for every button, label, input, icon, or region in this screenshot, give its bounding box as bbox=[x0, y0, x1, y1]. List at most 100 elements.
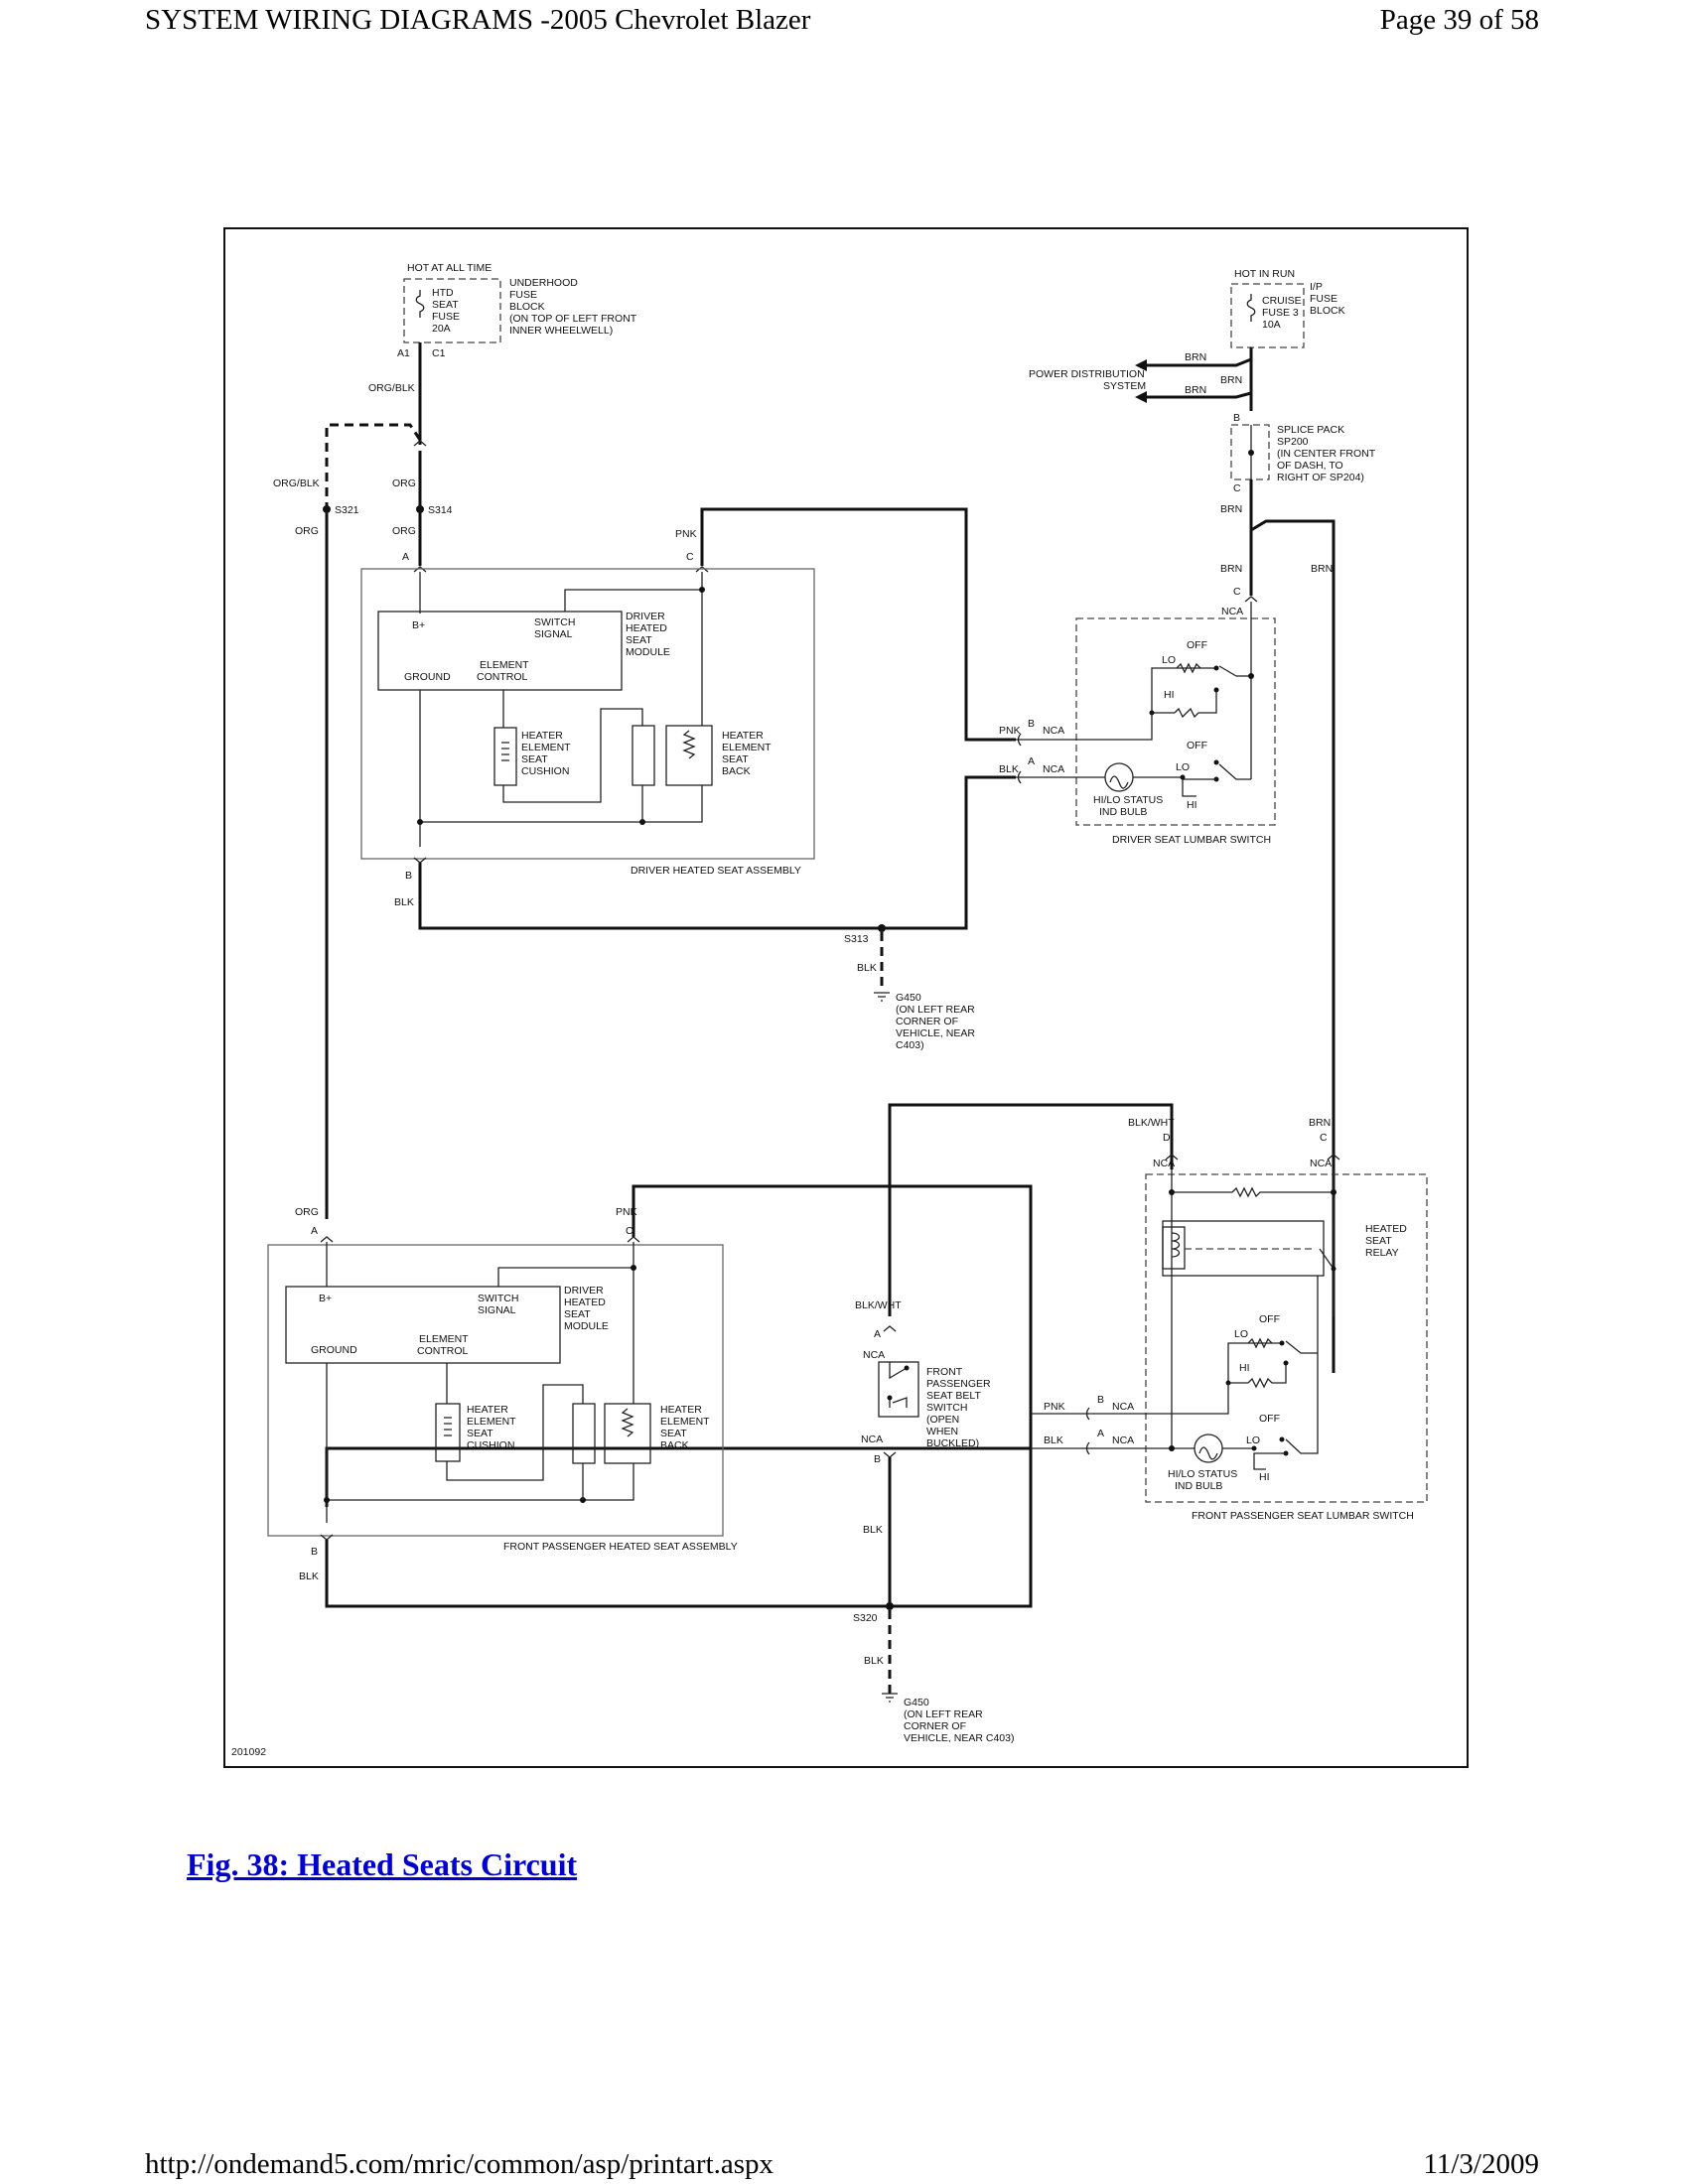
pass-hilo-bulb bbox=[1194, 1433, 1223, 1463]
relay-pin-d: D bbox=[1163, 1132, 1171, 1144]
pass-off-2: OFF bbox=[1259, 1413, 1280, 1425]
belt-wire-blk-wht: BLK/WHT bbox=[855, 1299, 902, 1311]
pass-wire-pnk: PNK bbox=[616, 1206, 637, 1218]
driver-assembly-label: DRIVER HEATED SEAT ASSEMBLY bbox=[631, 865, 801, 877]
splice-pin-b: B bbox=[1233, 412, 1240, 424]
driver-hi-1: HI bbox=[1164, 689, 1175, 701]
ground-g450-top-icon bbox=[874, 992, 890, 1002]
wire-brn-4: BRN bbox=[1220, 503, 1242, 515]
pass-lo-2: LO bbox=[1246, 1434, 1260, 1446]
driver-element-control: ELEMENT CONTROL bbox=[477, 659, 531, 683]
driver-hilo-bulb bbox=[1104, 762, 1134, 792]
driver-lo-2: LO bbox=[1176, 761, 1190, 773]
splice-s314-dot bbox=[416, 505, 424, 513]
pass-lo-1: LO bbox=[1234, 1328, 1248, 1340]
diagram-frame bbox=[223, 227, 1469, 1768]
pass-switch-signal: SWITCH SIGNAL bbox=[478, 1293, 521, 1316]
relay-nca-right: NCA bbox=[1310, 1158, 1332, 1169]
passenger-assembly-box bbox=[267, 1244, 724, 1537]
ground-g450-top-label: G450 (ON LEFT REAR CORNER OF VEHICLE, NE… bbox=[896, 992, 978, 1051]
wire-org-left: ORG bbox=[295, 525, 319, 537]
driver-lumbar-switch-label: DRIVER SEAT LUMBAR SWITCH bbox=[1112, 834, 1271, 846]
driver-hi-2: HI bbox=[1187, 799, 1197, 811]
wire-brn-5: BRN bbox=[1220, 563, 1242, 575]
driver-back-element-b bbox=[665, 725, 713, 786]
underhood-fuse-block-label: UNDERHOOD FUSE BLOCK (ON TOP OF LEFT FRO… bbox=[509, 277, 639, 337]
pass-lumbar-pin-a: A bbox=[1097, 1428, 1104, 1439]
pass-pin-c: C bbox=[626, 1225, 633, 1237]
passenger-module-box bbox=[285, 1286, 561, 1364]
driver-assembly-box bbox=[360, 568, 815, 860]
heated-seat-relay-label: HEATED SEAT RELAY bbox=[1365, 1223, 1410, 1259]
driver-lumbar-pin-c: C bbox=[1233, 586, 1241, 598]
s313-wire-blk: BLK bbox=[857, 962, 877, 974]
ground-g450-bottom-icon bbox=[882, 1693, 898, 1703]
page-footer-url: http://ondemand5.com/mric/common/asp/pri… bbox=[145, 2148, 774, 2180]
relay-nca-left: NCA bbox=[1153, 1158, 1175, 1169]
page-header-title: SYSTEM WIRING DIAGRAMS -2005 Chevrolet B… bbox=[145, 4, 811, 36]
htd-seat-fuse-box bbox=[403, 278, 501, 343]
figure-id: 201092 bbox=[231, 1746, 266, 1758]
driver-cushion-element bbox=[493, 727, 517, 786]
belt-nca-top: NCA bbox=[863, 1349, 885, 1361]
driver-lumbar-pnk: PNK bbox=[999, 725, 1021, 737]
ground-g450-bottom-label: G450 (ON LEFT REAR CORNER OF VEHICLE, NE… bbox=[904, 1697, 1014, 1744]
figure-caption-link[interactable]: Fig. 38: Heated Seats Circuit bbox=[187, 1846, 578, 1882]
passenger-lumbar-switch-box bbox=[1145, 1173, 1428, 1503]
pass-pin-b: B bbox=[311, 1546, 318, 1558]
driver-lumbar-blk: BLK bbox=[999, 763, 1019, 775]
splice-pack-label: SPLICE PACK SP200 (IN CENTER FRONT OF DA… bbox=[1277, 424, 1378, 483]
arrow-brn-1 bbox=[1135, 359, 1147, 371]
pass-module-name: DRIVER HEATED SEAT MODULE bbox=[564, 1285, 609, 1332]
pin-c1-label: C1 bbox=[432, 347, 446, 359]
wire-brn-6: BRN bbox=[1311, 563, 1333, 575]
driver-lumbar-nca-a: NCA bbox=[1043, 763, 1064, 775]
relay-pin-c: C bbox=[1320, 1132, 1328, 1144]
splice-s313-dot bbox=[878, 924, 886, 932]
pass-back-element-a bbox=[572, 1403, 596, 1464]
relay-wire-blk-wht: BLK/WHT bbox=[1128, 1117, 1175, 1129]
belt-nca-bottom: NCA bbox=[861, 1433, 883, 1445]
wire-org-mid: ORG bbox=[392, 478, 416, 489]
splice-pin-c: C bbox=[1233, 482, 1241, 494]
driver-lumbar-switch-box bbox=[1075, 617, 1276, 826]
pass-lumbar-pnk: PNK bbox=[1044, 1401, 1065, 1413]
pin-a1-label: A1 bbox=[397, 347, 410, 359]
htd-seat-fuse-label: HTD SEAT FUSE 20A bbox=[432, 287, 463, 335]
pass-cushion-label: HEATER ELEMENT SEAT CUSHION bbox=[467, 1404, 518, 1451]
pass-back-label: HEATER ELEMENT SEAT BACK bbox=[660, 1404, 712, 1451]
cruise-fuse-box bbox=[1230, 283, 1305, 348]
wiring-diagram: HOT AT ALL TIME HTD SEAT FUSE 20A UNDERH… bbox=[223, 227, 1469, 1768]
driver-pin-a: A bbox=[402, 551, 409, 563]
pass-back-element-b bbox=[604, 1403, 651, 1464]
belt-switch-label: FRONT PASSENGER SEAT BELT SWITCH (OPEN W… bbox=[926, 1366, 994, 1449]
cruise-fuse-label: CRUISE FUSE 3 10A bbox=[1262, 295, 1305, 331]
pass-lumbar-nca-b: NCA bbox=[1112, 1401, 1134, 1413]
driver-b-plus: B+ bbox=[412, 619, 425, 631]
wire-brn-2: BRN bbox=[1220, 374, 1242, 386]
belt-wire-blk: BLK bbox=[863, 1524, 883, 1536]
page-footer-date: 11/3/2009 bbox=[1423, 2148, 1539, 2180]
driver-module-box bbox=[377, 611, 623, 691]
driver-back-label: HEATER ELEMENT SEAT BACK bbox=[722, 730, 774, 777]
pass-element-control: ELEMENT CONTROL bbox=[417, 1333, 471, 1357]
driver-lumbar-nca-top: NCA bbox=[1221, 606, 1243, 617]
driver-back-element-a bbox=[632, 725, 655, 786]
arrow-brn-2 bbox=[1135, 391, 1147, 403]
pass-pin-a: A bbox=[311, 1225, 318, 1237]
driver-lumbar-nca-b: NCA bbox=[1043, 725, 1064, 737]
wire-brn-3: BRN bbox=[1185, 384, 1206, 396]
page-number: Page 39 of 58 bbox=[1379, 4, 1539, 36]
splice-s321-label: S321 bbox=[335, 504, 359, 516]
splice-s320-dot bbox=[886, 1602, 894, 1610]
driver-pin-b: B bbox=[405, 870, 412, 882]
pass-wire-blk: BLK bbox=[299, 1570, 319, 1582]
driver-lumbar-pin-b: B bbox=[1028, 718, 1035, 730]
wire-org-blk-left: ORG/BLK bbox=[273, 478, 320, 489]
driver-lumbar-pin-a: A bbox=[1028, 755, 1035, 767]
wire-org-blk-top: ORG/BLK bbox=[368, 382, 415, 394]
driver-wire-blk: BLK bbox=[394, 896, 414, 908]
passenger-assembly-label: FRONT PASSENGER HEATED SEAT ASSEMBLY bbox=[503, 1541, 738, 1553]
pass-wire-org: ORG bbox=[295, 1206, 319, 1218]
driver-wire-pnk: PNK bbox=[675, 528, 697, 540]
